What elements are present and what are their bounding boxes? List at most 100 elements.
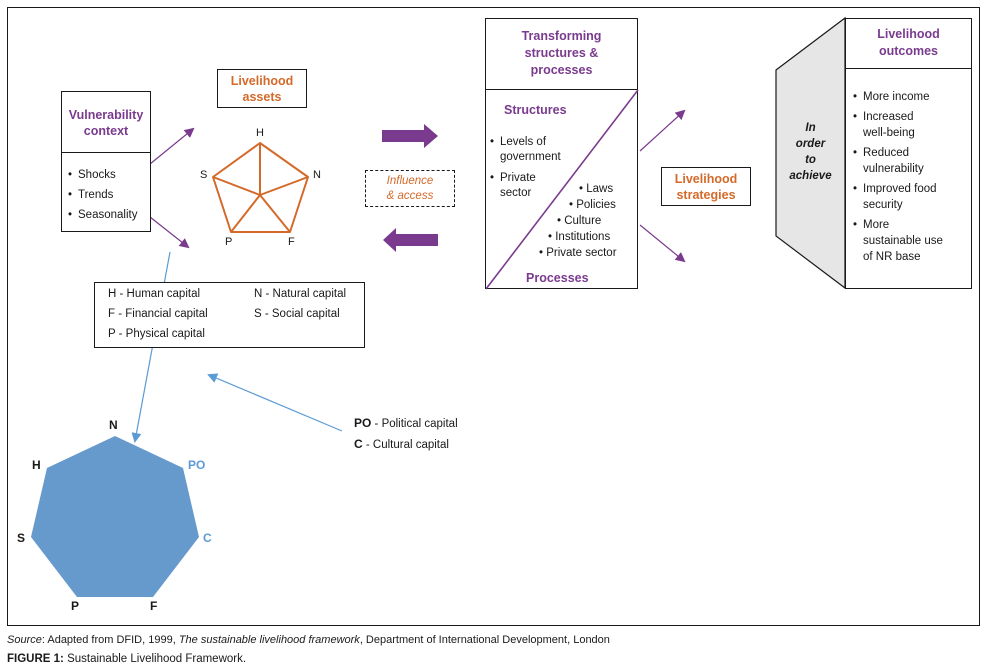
processes-item: • Policies (569, 199, 616, 211)
outcomes-item-line1: Improved food (863, 183, 937, 195)
outcomes-divider (846, 68, 971, 69)
vulnerability-list: Shocks Trends Seasonality (68, 168, 137, 228)
outcomes-item: Reduced vulnerability (853, 145, 943, 177)
outcomes-item-line1: More (863, 219, 890, 231)
structures-item: Private sector (490, 171, 561, 201)
outcomes-item-line1: More income (863, 91, 930, 103)
vulnerability-title: Vulnerability context (62, 107, 150, 139)
processes-item-text: Culture (564, 215, 602, 227)
assets-title-line2: assets (242, 90, 282, 104)
transforming-to-strategies-arrow-up (639, 109, 686, 152)
capitals-legend-box: H - Human capital N - Natural capital F … (94, 282, 365, 348)
legend-political: PO - Political capital (354, 413, 458, 434)
outcomes-item-line2: vulnerability (863, 163, 924, 175)
new-capitals-pointer-line (207, 373, 343, 432)
outcomes-list: More income Increased well-being Reduced v… (853, 89, 943, 270)
pentagon-label-n: N (313, 169, 321, 181)
strategies-title-line1: Livelihood (674, 172, 738, 186)
heptagon-label-h: H (32, 458, 41, 472)
transforming-title-line1: Transforming (521, 29, 602, 43)
legend-physical: P - Physical capital (108, 328, 205, 340)
outcomes-item: More income (853, 89, 943, 105)
legend-financial: F - Financial capital (108, 308, 208, 320)
transforming-title-line3: processes (530, 63, 593, 77)
outcomes-item-line1: Increased (863, 111, 914, 123)
livelihood-assets-box: Livelihood assets (217, 69, 307, 108)
achieve-line4: achieve (789, 170, 832, 182)
pentagon-label-f: F (288, 236, 295, 248)
influence-line2: & access (386, 190, 434, 202)
structures-item: Levels of government (490, 135, 561, 165)
outcomes-item-line3: of NR base (863, 251, 921, 263)
structures-item-line2: sector (500, 187, 532, 199)
source-title: The sustainable livelihood framework (178, 634, 360, 646)
outcomes-item-line2: security (863, 199, 903, 211)
transforming-structures-box: Transforming structures & processes Stru… (485, 18, 639, 290)
vulnerability-title-line1: Vulnerability (68, 108, 144, 122)
source-post: , Department of International Developmen… (359, 634, 610, 646)
heptagon-label-p: P (71, 599, 80, 613)
vulnerability-title-line2: context (83, 124, 129, 138)
structures-list: Levels of government Private sector (490, 135, 561, 206)
processes-item-text: Laws (586, 183, 614, 195)
assets-pentagon (212, 142, 309, 233)
figure-label: FIGURE 1: (7, 653, 64, 665)
outcomes-item: Improved food security (853, 181, 943, 213)
legend-human: H - Human capital (108, 288, 201, 300)
processes-item-text: Institutions (555, 231, 611, 243)
processes-item: • Culture (557, 215, 602, 227)
vulnerability-item: Seasonality (68, 208, 137, 223)
outcomes-title-line1: Livelihood (877, 27, 940, 41)
pentagon-label-p: P (225, 236, 233, 248)
source-caption: Source: Adapted from DFID, 1999, The sus… (7, 634, 610, 646)
heptagon-label-f: F (150, 599, 158, 613)
source-pre: : Adapted from DFID, 1999, (41, 634, 179, 646)
pentagon-label-h: H (256, 127, 264, 139)
heptagon-label-s: S (17, 531, 26, 545)
structures-processes-diagonal (486, 89, 639, 290)
vulnerability-to-assets-arrow-up (149, 127, 195, 165)
vulnerability-divider (62, 152, 150, 153)
transforming-title: Transforming structures & processes (486, 28, 637, 79)
outcomes-item-line2: well-being (863, 127, 915, 139)
achieve-text: In order to achieve (776, 120, 845, 184)
diagram-frame (7, 7, 980, 626)
structures-item-line2: government (500, 151, 561, 163)
vulnerability-context-box: Vulnerability context Shocks Trends Seas… (61, 91, 151, 232)
source-label: Source (7, 634, 42, 646)
structures-item-line1: Levels of (500, 136, 547, 148)
transforming-title-line2: structures & (524, 46, 599, 60)
legend-natural: N - Natural capital (254, 288, 347, 300)
achieve-line2: order (795, 138, 826, 150)
cultural-text: - Cultural capital (362, 439, 449, 451)
livelihood-outcomes-box: Livelihood outcomes More income Increase… (845, 18, 972, 289)
processes-item-text: Private sector (546, 247, 617, 259)
heptagon-label-po: PO (188, 458, 206, 472)
heptagon-label-n: N (109, 418, 118, 432)
structures-heading: Structures (504, 103, 567, 117)
pentagon-label-s: S (200, 169, 208, 181)
processes-item: • Private sector (539, 247, 617, 259)
transforming-divider (486, 89, 637, 90)
structures-item-line1: Private (500, 172, 536, 184)
political-text: - Political capital (371, 418, 458, 430)
outcomes-item: More sustainable use of NR base (853, 217, 943, 265)
achieve-line3: to (805, 154, 816, 166)
right-block-arrow (382, 124, 438, 148)
vulnerability-item: Shocks (68, 168, 137, 183)
outcomes-item-line2: sustainable use (863, 235, 943, 247)
processes-item-text: Policies (576, 199, 616, 211)
heptagon-label-c: C (203, 531, 212, 545)
outcomes-item-line1: Reduced (863, 147, 910, 159)
processes-item: • Laws (579, 183, 614, 195)
legend-social: S - Social capital (254, 308, 340, 320)
left-block-arrow (383, 228, 438, 252)
figure-text: Sustainable Livelihood Framework. (63, 653, 247, 665)
processes-list: • Laws • Policies • Culture • Institutio… (486, 181, 634, 261)
processes-heading: Processes (526, 271, 589, 285)
extra-capitals-legend: PO - Political capital C - Cultural capi… (354, 413, 458, 455)
cultural-code: C (354, 437, 363, 451)
vulnerability-to-assets-arrow-down (149, 216, 190, 249)
influence-line1: Influence (386, 175, 434, 187)
